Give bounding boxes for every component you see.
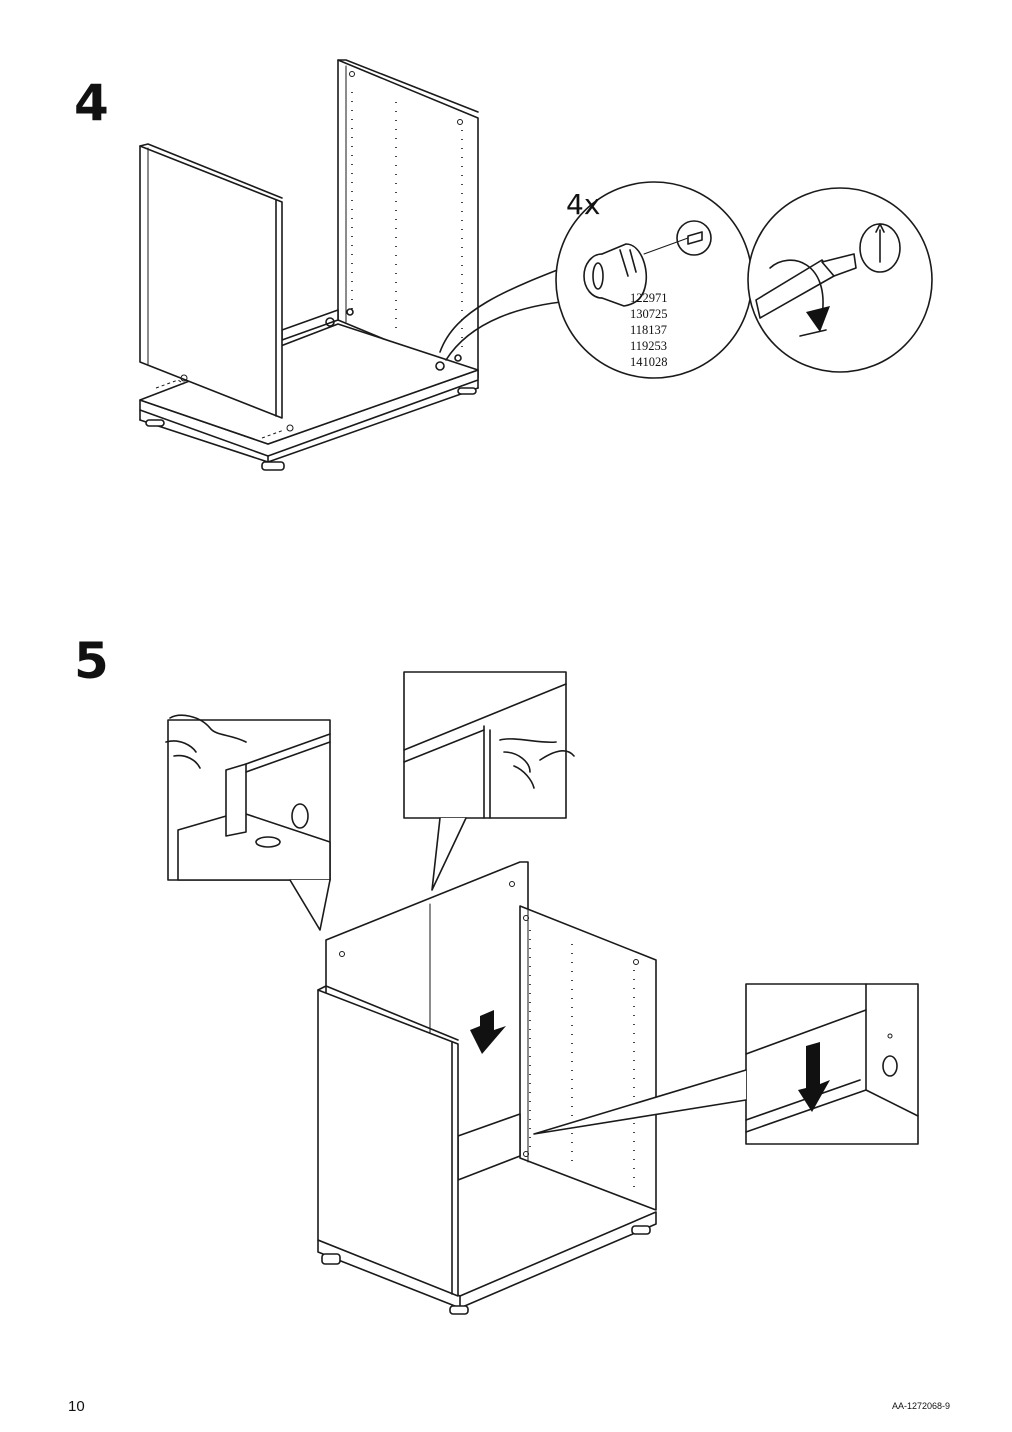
step-5-cabinet-illustration (317, 861, 657, 1315)
step-4-cabinet-illustration (139, 59, 479, 471)
quantity-label: 4x (566, 188, 600, 221)
screwdriver-turn-detail (747, 187, 933, 373)
part-number: 122971 (630, 291, 668, 305)
document-code: AA-1272068-9 (891, 1401, 950, 1411)
part-number: 130725 (630, 307, 668, 321)
part-numbers: 122971 130725 118137 119253 141028 (630, 291, 668, 369)
page-number: 10 (68, 1398, 85, 1415)
part-number: 118137 (630, 323, 667, 337)
part-number: 141028 (630, 355, 668, 369)
step-5-number: 5 (74, 632, 109, 690)
part-number: 119253 (630, 339, 667, 353)
inset-detail-left (165, 714, 331, 931)
inset-detail-right (533, 983, 919, 1145)
inset-detail-middle (403, 671, 575, 891)
step-4-number: 4 (74, 74, 109, 132)
callout-pointer (439, 261, 579, 353)
cam-lock-detail (555, 181, 753, 379)
